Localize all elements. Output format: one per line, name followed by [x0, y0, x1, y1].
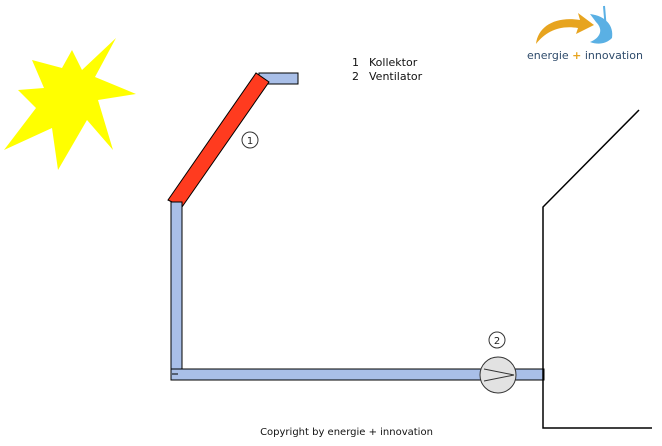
- logo-plus: +: [572, 49, 582, 62]
- copyright-text: Copyright by energie + innovation: [260, 427, 433, 438]
- logo-text: energie + innovation: [527, 49, 643, 62]
- sun-icon: [4, 38, 136, 170]
- collector-marker: 1: [241, 131, 259, 149]
- fan-icon: [479, 356, 517, 394]
- fan-marker: 2: [488, 331, 506, 349]
- svg-text:1: 1: [247, 136, 253, 147]
- house-outline: [542, 109, 652, 429]
- logo-swirl-icon: [536, 5, 613, 44]
- svg-text:2: 2: [494, 336, 500, 347]
- logo-word-energie: energie: [527, 49, 569, 62]
- logo-word-innovation: innovation: [584, 49, 643, 62]
- duct-vertical: [170, 201, 183, 380]
- duct-horizontal: [170, 368, 545, 381]
